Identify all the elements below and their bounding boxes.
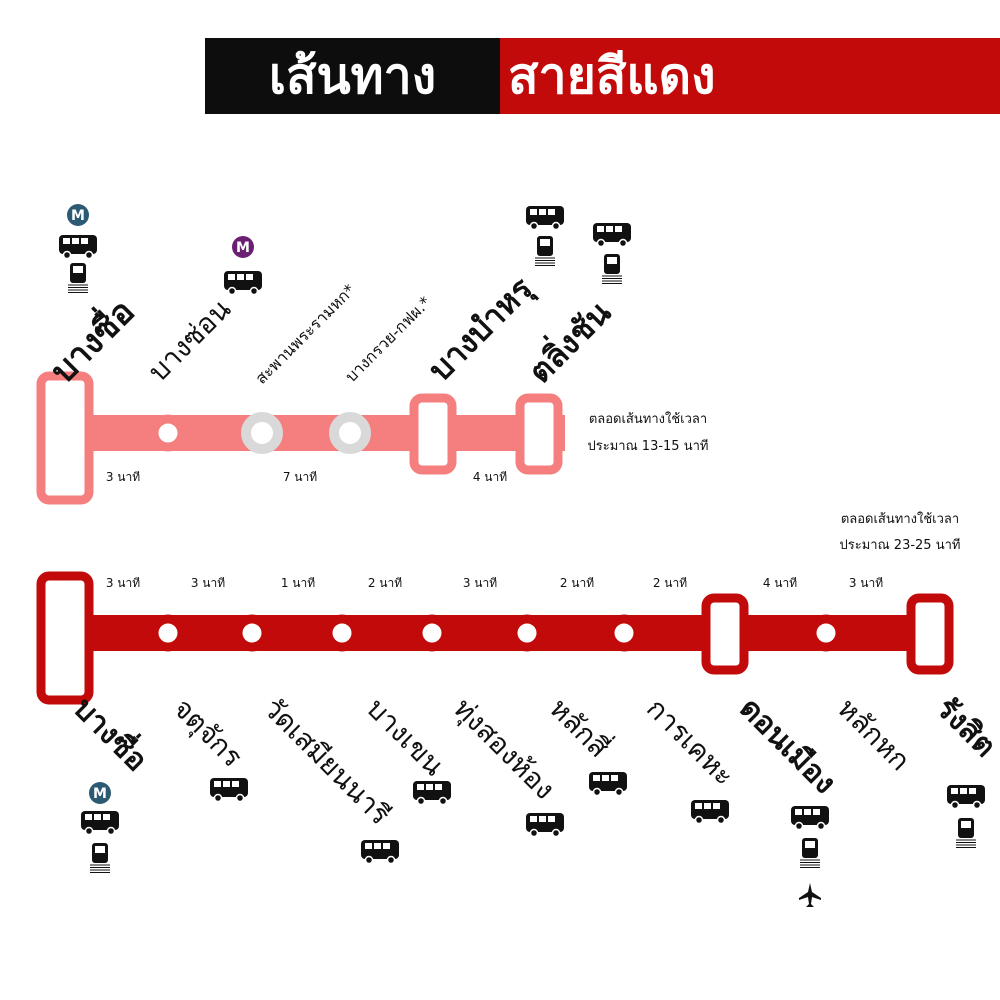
station-stop: [906, 593, 954, 675]
travel-time: 3 นาที: [191, 576, 225, 590]
metro-icon: M: [67, 204, 89, 226]
travel-time: 3 นาที: [106, 576, 140, 590]
bus-icon: [589, 772, 627, 797]
travel-time: 4 นาที: [763, 576, 797, 590]
title-part1: เส้นทาง: [205, 38, 500, 114]
bus-icon: [526, 206, 564, 231]
bus-icon: [791, 806, 829, 831]
train-icon: [535, 236, 555, 266]
svg-text:M: M: [93, 786, 107, 802]
travel-time: 2 นาที: [560, 576, 594, 590]
svg-text:M: M: [236, 240, 250, 256]
travel-time: 1 นาที: [281, 576, 315, 590]
station-future: [241, 412, 283, 454]
airplane-icon: [799, 883, 821, 907]
bus-icon: [691, 800, 729, 825]
light-red-line: บางซื่อบางซ่อนสะพานพระรามหก*บางกรวย-กฟผ.…: [36, 204, 709, 505]
travel-time: 2 นาที: [653, 576, 687, 590]
bus-icon: [526, 813, 564, 838]
bus-icon: [593, 223, 631, 248]
bus-icon: [210, 778, 248, 803]
travel-time: 3 นาที: [106, 470, 140, 484]
station-stop: [233, 614, 271, 652]
station-label: จตุจักร: [166, 692, 249, 775]
title-part2: สายสีแดง: [500, 38, 1000, 114]
travel-time: 4 นาที: [473, 470, 507, 484]
station-label: บางซื่อ: [66, 687, 157, 778]
bus-icon: [413, 781, 451, 806]
station-label: หลักหก: [831, 692, 917, 778]
station-label: บางกรวย-กฟผ.*: [341, 293, 434, 386]
station-stop: [36, 571, 94, 705]
train-icon: [90, 843, 110, 873]
travel-time: 3 นาที: [463, 576, 497, 590]
station-label: บางเขน: [360, 692, 451, 783]
metro-icon: M: [232, 236, 254, 258]
train-icon: [800, 838, 820, 868]
station-stop: [807, 614, 845, 652]
svg-text:M: M: [71, 208, 85, 224]
total-time-value: ประมาณ 23-25 นาที: [840, 537, 961, 553]
total-time-value: ประมาณ 13-15 นาที: [588, 438, 709, 454]
total-time-label: ตลอดเส้นทางใช้เวลา: [841, 511, 959, 527]
station-label: ดอนเมือง: [732, 691, 842, 801]
station-stop: [605, 614, 643, 652]
station-stop: [413, 614, 451, 652]
bus-icon: [81, 811, 119, 836]
travel-time: 7 นาที: [283, 470, 317, 484]
metro-icon: M: [89, 782, 111, 804]
station-label: บางซ่อน: [142, 292, 238, 388]
bus-icon: [947, 785, 985, 810]
train-icon: [956, 818, 976, 848]
station-label: รังสิต: [929, 691, 1000, 764]
station-stop: [323, 614, 361, 652]
station-label: การเคหะ: [640, 692, 741, 793]
station-stop: [149, 414, 187, 452]
travel-time: 2 นาที: [368, 576, 402, 590]
bus-icon: [59, 235, 97, 260]
station-label: ทุ่งสองห้อง: [446, 692, 561, 807]
bus-icon: [224, 271, 262, 296]
light-line-track: [60, 415, 565, 451]
station-stop: [701, 593, 749, 675]
dark-line-track: [60, 615, 950, 651]
station-label: หลักสี่: [543, 689, 618, 764]
train-icon: [602, 254, 622, 284]
station-label: บางบำหรุ: [421, 270, 542, 391]
station-stop: [409, 393, 457, 475]
train-icon: [68, 263, 88, 293]
station-stop: [508, 614, 546, 652]
bus-icon: [361, 840, 399, 865]
station-stop: [36, 371, 94, 505]
station-future: [329, 412, 371, 454]
station-label: ตลิ่งชัน: [518, 290, 618, 390]
travel-time: 3 นาที: [849, 576, 883, 590]
station-stop: [515, 393, 563, 475]
station-stop: [149, 614, 187, 652]
dark-red-line: บางซื่อจตุจักรวัดเสมียนนารีบางเขนทุ่งสอง…: [36, 511, 1000, 907]
station-label: บางซื่อ: [40, 288, 143, 391]
total-time-label: ตลอดเส้นทางใช้เวลา: [589, 411, 707, 427]
